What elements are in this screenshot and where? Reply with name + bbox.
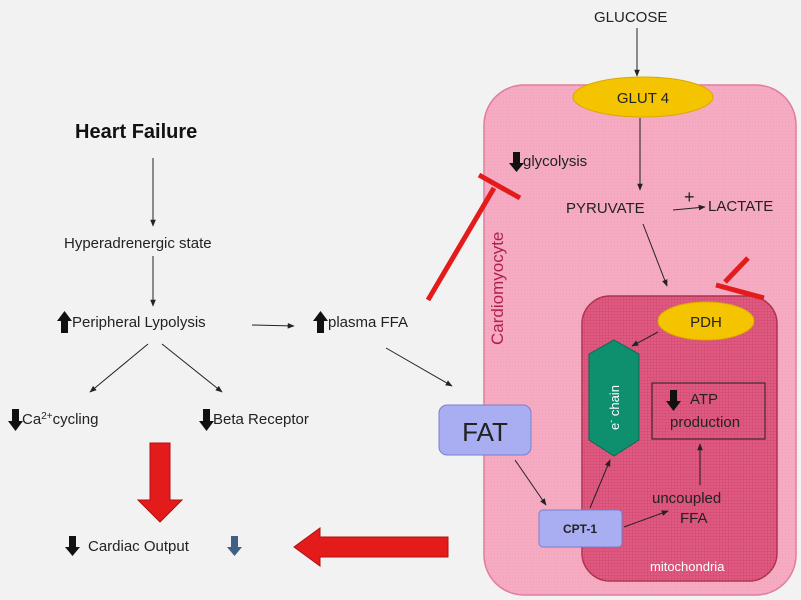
- glut4-label: GLUT 4: [617, 90, 669, 107]
- big-red-left-arrow: [293, 527, 449, 567]
- pdh-to-echain-arrow: [631, 331, 659, 347]
- blue-down-arrow-icon: [227, 536, 242, 556]
- hyperadrenergic-label: Hyperadrenergic state: [64, 235, 212, 252]
- electron-chain-label: e- chain: [606, 385, 622, 430]
- lypolysis-to-ca-arrow: [89, 343, 149, 393]
- plasma-ffa-label: plasma FFA: [328, 314, 408, 331]
- lypolysis-to-ffa-arrow: [251, 323, 295, 329]
- heart-failure-title: Heart Failure: [75, 121, 197, 143]
- down-arrow-icon: [666, 390, 681, 411]
- glycolysis-label: glycolysis: [523, 153, 587, 170]
- atp-production-box: [651, 382, 766, 440]
- plus-sign: +: [684, 187, 695, 207]
- ffa-to-fat-arrow: [385, 347, 453, 387]
- uncoupled-label: uncoupled: [652, 490, 721, 507]
- electron-chain: [588, 339, 640, 457]
- fat-label: FAT: [462, 417, 508, 447]
- cpt1-label: CPT-1: [563, 522, 597, 536]
- glucose-label: GLUCOSE: [594, 9, 667, 26]
- glut4-transporter: [572, 76, 714, 118]
- down-arrow-icon: [65, 536, 80, 556]
- lactate-label: LACTATE: [708, 198, 773, 215]
- pyruvate-label: PYRUVATE: [566, 200, 645, 217]
- cpt1-to-echain-arrow: [589, 459, 611, 509]
- lypolysis-to-beta-arrow: [161, 343, 223, 393]
- down-arrow-icon: [8, 409, 23, 431]
- pdh-enzyme: [657, 301, 755, 341]
- glycolysis-inhibition-marker: [425, 172, 522, 302]
- fat-to-cpt1-arrow: [514, 459, 547, 506]
- ffa-label: FFA: [680, 510, 708, 527]
- beta-receptor-label: Beta Receptor: [213, 411, 309, 428]
- pyruvate-to-pdh-arrow: [642, 223, 668, 287]
- fat-box: [438, 404, 532, 456]
- up-arrow-icon: [57, 311, 72, 333]
- down-arrow-icon: [509, 152, 524, 172]
- cpt1-box: [538, 509, 623, 548]
- big-red-down-arrow: [136, 442, 184, 523]
- ca-cycling-label: Ca2+cycling: [22, 411, 98, 429]
- atp-production-label: production: [670, 414, 740, 431]
- atp-label: ATP: [690, 391, 718, 408]
- cardiomyocyte-label: Cardiomyocyte: [488, 232, 507, 345]
- pyruvate-to-lactate-arrow: [672, 204, 706, 211]
- pdh-label: PDH: [690, 314, 722, 331]
- pdh-inhibition-marker: [715, 256, 765, 301]
- mitochondria-label: mitochondria: [650, 559, 725, 574]
- down-arrow-icon: [199, 409, 214, 431]
- cpt1-to-uncoupled-arrow: [623, 510, 669, 528]
- up-arrow-icon: [313, 311, 328, 333]
- peripheral-lypolysis-label: Peripheral Lypolysis: [72, 314, 206, 331]
- cardiac-output-label: Cardiac Output: [88, 538, 190, 555]
